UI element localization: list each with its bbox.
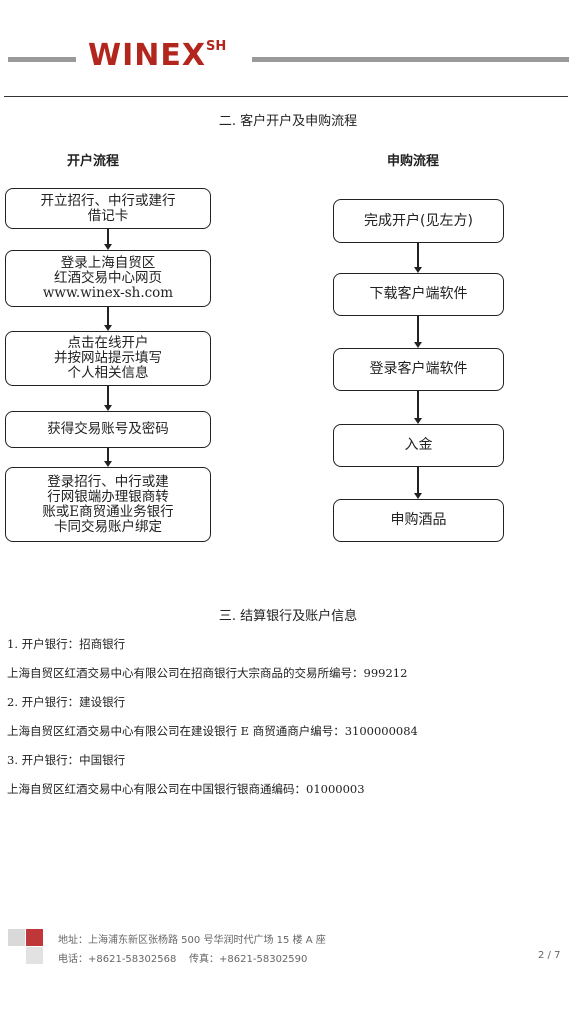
- bank-2-heading: 2. 开户银行：建设银行: [7, 695, 126, 709]
- footer-address: 地址：上海浦东新区张杨路 500 号华润时代广场 15 楼 A 座: [58, 935, 326, 946]
- open-step-2: 登录上海自贸区 红酒交易中心网页 www.winex-sh.com: [5, 250, 211, 307]
- footer-contact: 电话：+8621-58302568 传真：+8621-58302590: [58, 954, 308, 965]
- bank-1-heading: 1. 开户银行：招商银行: [7, 637, 126, 651]
- open-step-1: 开立招行、中行或建行 借记卡: [5, 188, 211, 229]
- subscribe-step-5: 申购酒品: [333, 499, 504, 542]
- bank-1-detail: 上海自贸区红酒交易中心有限公司在招商银行大宗商品的交易所编号：999212: [7, 666, 408, 680]
- subscribe-step-4: 入金: [333, 424, 504, 467]
- bank-3-detail: 上海自贸区红酒交易中心有限公司在中国银行银商通编码：01000003: [7, 782, 365, 796]
- header-bar-right: [252, 57, 569, 62]
- open-step-5: 登录招行、中行或建 行网银端办理银商转 账或E商贸通业务银行 卡同交易账户绑定: [5, 467, 211, 542]
- footer-square-gray-top: [8, 929, 25, 946]
- section-2-title: 二. 客户开户及申购流程: [218, 114, 358, 129]
- subscribe-step-1: 完成开户(见左方): [333, 199, 504, 243]
- bank-3-heading: 3. 开户银行：中国银行: [7, 753, 126, 767]
- open-step-4: 获得交易账号及密码: [5, 411, 211, 448]
- subscribe-step-2: 下载客户端软件: [333, 273, 504, 316]
- footer-square-red: [26, 929, 43, 946]
- subscribe-step-3: 登录客户端软件: [333, 348, 504, 391]
- open-account-flow-title: 开户流程: [66, 154, 119, 169]
- header-rule: [4, 96, 568, 97]
- open-step-3: 点击在线开户 并按网站提示填写 个人相关信息: [5, 331, 211, 386]
- footer-square-gray-bottom: [26, 947, 43, 964]
- header-bar-left: [8, 57, 76, 62]
- page-number: 2 / 7: [538, 950, 561, 961]
- winex-logo: WINEXSH: [88, 38, 227, 73]
- subscribe-flow-title: 申购流程: [386, 154, 439, 169]
- bank-2-detail: 上海自贸区红酒交易中心有限公司在建设银行 E 商贸通商户编号：310000008…: [7, 724, 418, 738]
- section-3-title: 三. 结算银行及账户信息: [218, 609, 358, 624]
